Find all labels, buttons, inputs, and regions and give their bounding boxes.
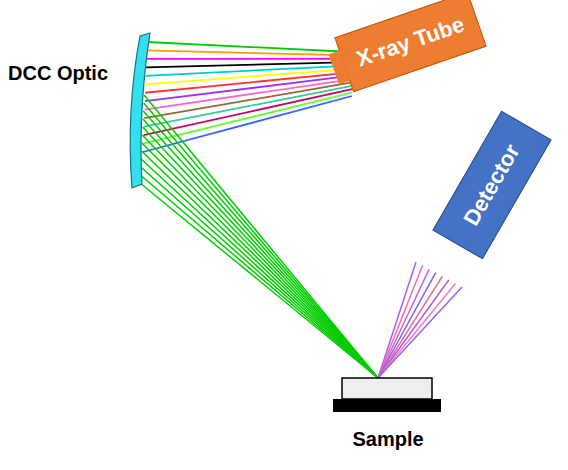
beam-ray	[142, 143, 378, 378]
beam-ray	[378, 276, 442, 378]
beam-ray	[378, 266, 423, 378]
beam-ray	[143, 93, 352, 144]
beam-ray	[142, 135, 378, 378]
beam-ray	[146, 58, 352, 60]
beam-ray	[143, 119, 378, 378]
beam-ray	[140, 175, 378, 378]
sample-label: Sample	[352, 428, 423, 451]
tube-window	[328, 50, 350, 84]
beam-ray	[143, 96, 352, 152]
beam-ray	[145, 72, 352, 92]
beam-ray	[143, 127, 378, 378]
beam-ray	[141, 167, 378, 378]
x-ray-beams	[140, 42, 462, 378]
beam-ray	[378, 280, 449, 378]
dcc-optic-crystal	[130, 33, 150, 188]
node-label: Detector	[458, 140, 525, 230]
beam-ray	[141, 159, 378, 378]
node-label: X-ray Tube	[353, 11, 467, 72]
beam-ray	[140, 183, 378, 378]
beam-ray	[141, 151, 378, 378]
beam-ray	[144, 86, 352, 127]
beam-ray	[144, 103, 378, 378]
optic-label: DCC Optic	[8, 62, 108, 85]
sample-holder	[333, 399, 441, 412]
beam-ray	[378, 283, 455, 378]
beam-ray	[147, 50, 352, 55]
beam-ray	[378, 287, 462, 378]
beam-ray	[143, 111, 378, 378]
detector: Detector	[432, 111, 551, 260]
xray-tube: X-ray Tube	[334, 0, 486, 92]
beam-ray	[378, 269, 429, 378]
sample-specimen	[342, 378, 432, 399]
beam-ray	[144, 95, 378, 378]
beam-ray	[144, 89, 352, 135]
